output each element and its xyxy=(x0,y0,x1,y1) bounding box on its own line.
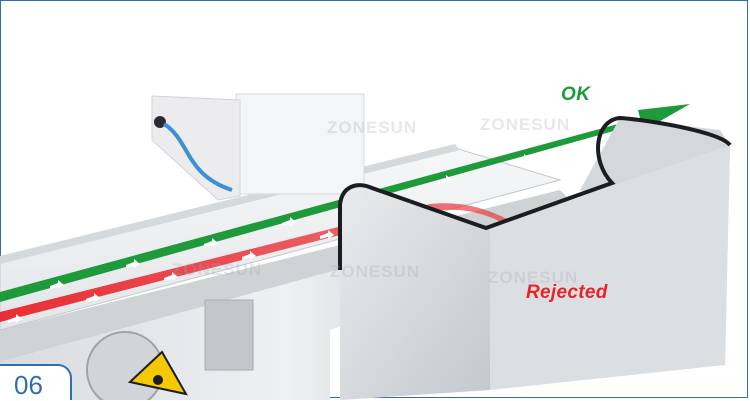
reject-bin-side xyxy=(490,145,730,390)
step-number: 06 xyxy=(14,370,43,400)
warning-sign-icon xyxy=(127,350,188,396)
warning-sign-symbol xyxy=(153,375,163,385)
sensor-cable xyxy=(162,122,233,192)
ok-label: OK xyxy=(561,84,591,105)
sensor-head xyxy=(151,95,241,201)
motor-housing xyxy=(204,299,254,371)
watermark-text: ZONESUN xyxy=(330,262,421,281)
watermark-text: ZONESUN xyxy=(172,260,263,279)
watermark-text: ZONESUN xyxy=(480,115,571,134)
reject-bin-rim xyxy=(338,115,732,270)
rejected-path-chevrons xyxy=(8,209,412,323)
reject-bin-front xyxy=(340,185,490,400)
sensor-connector xyxy=(154,116,166,128)
watermark-text: ZONESUN xyxy=(488,268,579,287)
watermark-text: ZONESUN xyxy=(327,118,418,137)
ok-path-chevrons xyxy=(50,133,608,289)
sensor-bracket-plate xyxy=(235,93,365,195)
rejected-label: Rejected xyxy=(526,282,608,303)
step-badge: 06 xyxy=(0,364,72,400)
